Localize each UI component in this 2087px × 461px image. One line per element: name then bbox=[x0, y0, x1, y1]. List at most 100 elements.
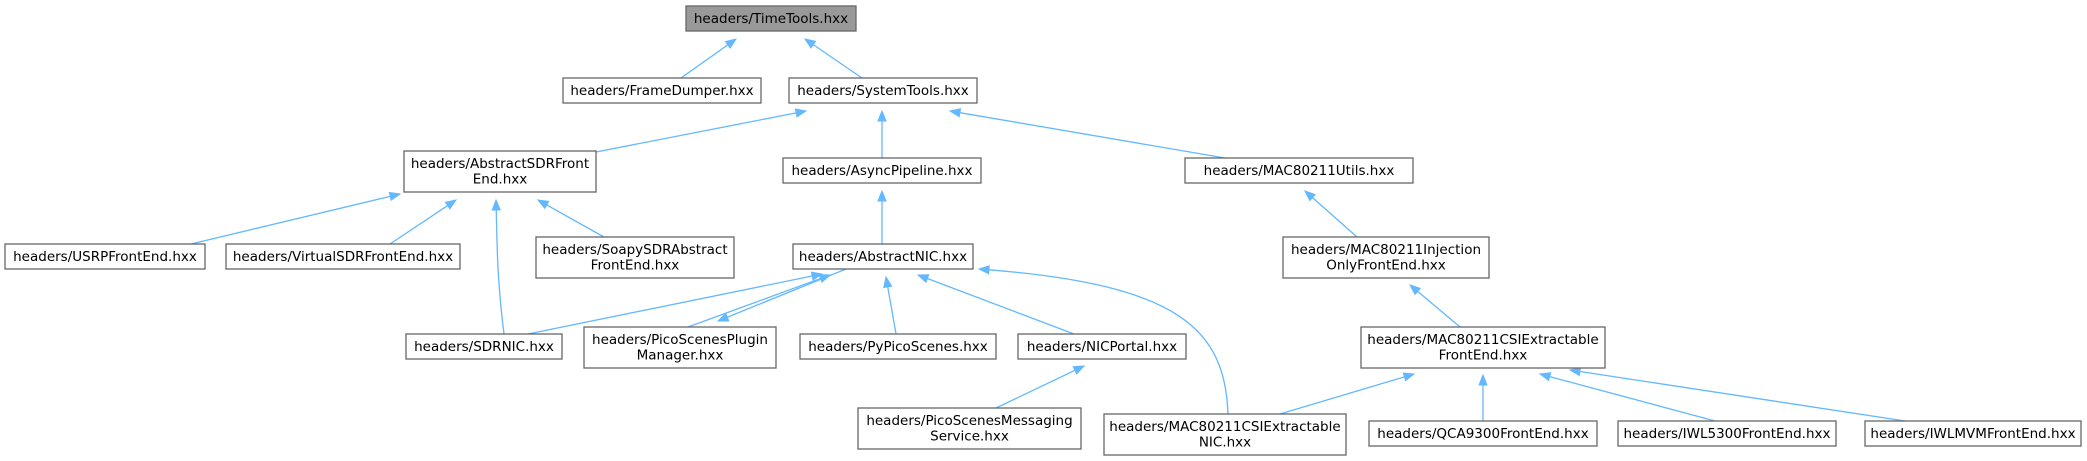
node-mac80211utils[interactable]: headers/MAC80211Utils.hxx bbox=[1184, 157, 1414, 184]
edges-layer bbox=[190, 38, 1906, 422]
node-label: headers/SDRNIC.hxx bbox=[414, 339, 554, 355]
node-iwlmvm[interactable]: headers/IWLMVMFrontEnd.hxx bbox=[1864, 420, 2082, 447]
node-label: headers/FrameDumper.hxx bbox=[570, 83, 753, 99]
arrowhead-icon bbox=[1478, 373, 1488, 386]
edge-line bbox=[988, 269, 1229, 415]
edge-line bbox=[1312, 197, 1358, 238]
node-box bbox=[1864, 420, 2082, 447]
edge-soapysdr-to-abstractsdr bbox=[536, 199, 605, 238]
node-label: headers/SystemTools.hxx bbox=[797, 83, 969, 99]
edge-virtualsdr-to-abstractsdr bbox=[389, 199, 458, 245]
node-box bbox=[225, 243, 461, 270]
edge-line bbox=[887, 286, 897, 335]
node-pypicoscenes[interactable]: headers/PyPicoScenes.hxx bbox=[799, 333, 997, 360]
edge-abstractnic-to-asyncpipeline bbox=[877, 189, 887, 244]
node-label: headers/AbstractNIC.hxx bbox=[799, 249, 967, 265]
arrowhead-icon bbox=[877, 189, 887, 202]
node-box bbox=[403, 150, 597, 193]
arrowhead-icon bbox=[388, 191, 402, 202]
edge-line bbox=[927, 277, 1075, 335]
node-label: headers/USRPFrontEnd.hxx bbox=[13, 249, 197, 265]
node-label: headers/IWLMVMFrontEnd.hxx bbox=[1870, 426, 2075, 442]
edge-csinic-to-abstractnic bbox=[977, 265, 1229, 415]
node-box bbox=[562, 77, 762, 104]
node-label: headers/QCA9300FrontEnd.hxx bbox=[1377, 426, 1588, 442]
node-abstractnic[interactable]: headers/AbstractNIC.hxx bbox=[792, 243, 974, 270]
node-box bbox=[4, 243, 206, 270]
node-usrp[interactable]: headers/USRPFrontEnd.hxx bbox=[4, 243, 206, 270]
arrowhead-icon bbox=[948, 108, 962, 118]
node-mac80211injection[interactable]: headers/MAC80211InjectionOnlyFrontEnd.hx… bbox=[1282, 236, 1490, 279]
node-label: headers/PyPicoScenes.hxx bbox=[808, 339, 988, 355]
edge-sdrnic-to-abstractsdr bbox=[491, 198, 505, 335]
arrowhead-icon bbox=[1538, 372, 1552, 382]
node-label: headers/SoapySDRAbstract bbox=[542, 242, 727, 258]
node-box bbox=[857, 407, 1082, 450]
node-box bbox=[792, 243, 974, 270]
node-systemtools[interactable]: headers/SystemTools.hxx bbox=[788, 77, 978, 104]
node-timetools[interactable]: headers/TimeTools.hxx bbox=[685, 5, 857, 32]
node-label: headers/AbstractSDRFront bbox=[411, 156, 589, 172]
edge-line bbox=[687, 277, 821, 328]
arrowhead-icon bbox=[444, 199, 458, 210]
node-nicportal[interactable]: headers/NICPortal.hxx bbox=[1017, 333, 1187, 360]
edge-line bbox=[527, 275, 813, 335]
node-box bbox=[535, 236, 735, 279]
edge-nicportal-to-abstractnic bbox=[916, 274, 1075, 335]
edge-line bbox=[995, 369, 1076, 409]
edge-mac80211injection-to-mac80211utils bbox=[1303, 190, 1358, 238]
node-label: headers/PicoScenesMessaging bbox=[866, 413, 1072, 429]
node-label: headers/MAC80211CSIExtractable bbox=[1109, 419, 1340, 435]
node-label: Service.hxx bbox=[930, 429, 1009, 445]
arrowhead-icon bbox=[1408, 284, 1422, 296]
edge-line bbox=[959, 112, 1226, 159]
edge-line bbox=[389, 205, 449, 245]
node-asyncpipeline[interactable]: headers/AsyncPipeline.hxx bbox=[782, 157, 982, 184]
node-label: FrontEnd.hxx bbox=[591, 258, 680, 274]
edge-abstractnic-to-pluginmanager bbox=[716, 268, 847, 322]
node-box bbox=[782, 157, 982, 184]
arrowhead-icon bbox=[536, 199, 550, 210]
edge-csifrontend-to-mac80211injection bbox=[1408, 284, 1461, 328]
node-box bbox=[583, 326, 777, 369]
node-iwl5300[interactable]: headers/IWL5300FrontEnd.hxx bbox=[1617, 420, 1837, 447]
edge-qca9300-to-csifrontend bbox=[1478, 373, 1488, 421]
edge-framedumper-to-timetools bbox=[680, 38, 738, 79]
node-label: NIC.hxx bbox=[1199, 435, 1251, 451]
node-label: Manager.hxx bbox=[637, 348, 724, 364]
edge-systemtools-to-timetools bbox=[803, 38, 863, 79]
node-box bbox=[799, 333, 997, 360]
node-box bbox=[1617, 420, 1837, 447]
edge-line bbox=[812, 44, 863, 79]
arrowhead-icon bbox=[977, 265, 990, 275]
node-box bbox=[1368, 420, 1598, 447]
arrowhead-icon bbox=[1072, 365, 1086, 375]
arrowhead-icon bbox=[810, 271, 824, 281]
node-box bbox=[788, 77, 978, 104]
node-label: OnlyFrontEnd.hxx bbox=[1326, 258, 1446, 274]
node-virtualsdr[interactable]: headers/VirtualSDRFrontEnd.hxx bbox=[225, 243, 461, 270]
edge-line bbox=[1417, 290, 1461, 328]
arrowhead-icon bbox=[803, 38, 817, 49]
arrowhead-icon bbox=[1402, 372, 1416, 382]
arrowhead-icon bbox=[877, 109, 887, 122]
node-box bbox=[1360, 326, 1606, 369]
node-label: headers/NICPortal.hxx bbox=[1027, 339, 1177, 355]
arrowhead-icon bbox=[883, 275, 893, 289]
edge-line bbox=[1579, 370, 1906, 422]
node-label: headers/AsyncPipeline.hxx bbox=[791, 163, 972, 179]
node-csifrontend[interactable]: headers/MAC80211CSIExtractableFrontEnd.h… bbox=[1360, 326, 1606, 369]
edge-pypicoscenes-to-abstractnic bbox=[883, 275, 897, 335]
node-qca9300[interactable]: headers/QCA9300FrontEnd.hxx bbox=[1368, 420, 1598, 447]
node-framedumper[interactable]: headers/FrameDumper.hxx bbox=[562, 77, 762, 104]
node-sdrnic[interactable]: headers/SDRNIC.hxx bbox=[405, 333, 563, 360]
node-label: headers/MAC80211Utils.hxx bbox=[1204, 163, 1395, 179]
edge-line bbox=[1549, 375, 1716, 422]
edge-usrp-to-abstractsdr bbox=[190, 191, 402, 245]
